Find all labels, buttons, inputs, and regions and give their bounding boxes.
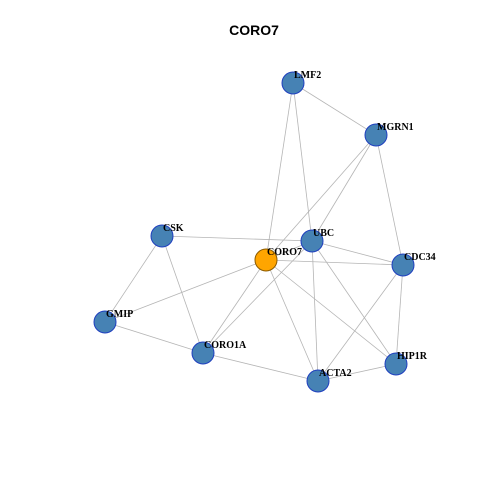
node-label-ubc: UBC [313,228,334,239]
edge-acta2-hip1r [317,363,397,382]
node-circle-coro7 [254,248,278,272]
node-circle-gmip [93,310,117,334]
node-cdc34: CDC34 [391,252,436,277]
edge-coro7-hip1r [265,259,397,365]
edge-coro7-coro1a [202,259,267,354]
edge-lmf2-coro7 [265,82,294,261]
edge-cdc34-acta2 [317,264,404,382]
node-csk: CSK [150,223,184,248]
node-circle-ubc [300,229,324,253]
edge-coro7-acta2 [265,259,319,382]
edge-mgrn1-coro7 [265,134,377,261]
node-ubc: UBC [300,228,334,253]
edge-coro7-gmip [104,259,267,323]
edge-csk-ubc [161,235,313,242]
edge-ubc-hip1r [311,240,397,365]
node-label-coro7: CORO7 [267,247,302,258]
graph-title: CORO7 [229,22,279,38]
edge-gmip-coro1a [104,321,204,354]
node-mgrn1: MGRN1 [364,122,414,147]
node-circle-lmf2 [281,71,305,95]
edge-mgrn1-ubc [311,134,377,242]
node-label-mgrn1: MGRN1 [377,122,414,133]
node-circle-hip1r [384,352,408,376]
node-coro7: CORO7 [254,247,302,272]
node-lmf2: LMF2 [281,70,321,95]
node-circle-acta2 [306,369,330,393]
edge-ubc-acta2 [311,240,319,382]
edge-cdc34-hip1r [395,264,404,365]
node-label-hip1r: HIP1R [397,351,428,362]
edge-lmf2-ubc [292,82,313,242]
node-circle-mgrn1 [364,123,388,147]
node-gmip: GMIP [93,309,133,334]
node-coro1a: CORO1A [191,340,247,365]
edge-ubc-cdc34 [311,240,404,266]
node-label-csk: CSK [163,223,184,234]
edge-mgrn1-cdc34 [375,134,404,266]
node-label-gmip: GMIP [106,309,133,320]
node-label-lmf2: LMF2 [294,70,321,81]
edge-coro1a-acta2 [202,352,319,382]
edge-csk-coro1a [161,235,204,354]
node-label-coro1a: CORO1A [204,340,247,351]
node-label-acta2: ACTA2 [319,368,352,379]
edges-layer [104,82,404,382]
edge-ubc-coro1a [202,240,313,354]
edge-csk-gmip [104,235,163,323]
node-hip1r: HIP1R [384,351,428,376]
node-acta2: ACTA2 [306,368,352,393]
node-circle-cdc34 [391,253,415,277]
node-label-cdc34: CDC34 [404,252,436,263]
edge-lmf2-mgrn1 [292,82,377,136]
node-circle-coro1a [191,341,215,365]
node-circle-csk [150,224,174,248]
edge-coro7-cdc34 [265,259,404,266]
